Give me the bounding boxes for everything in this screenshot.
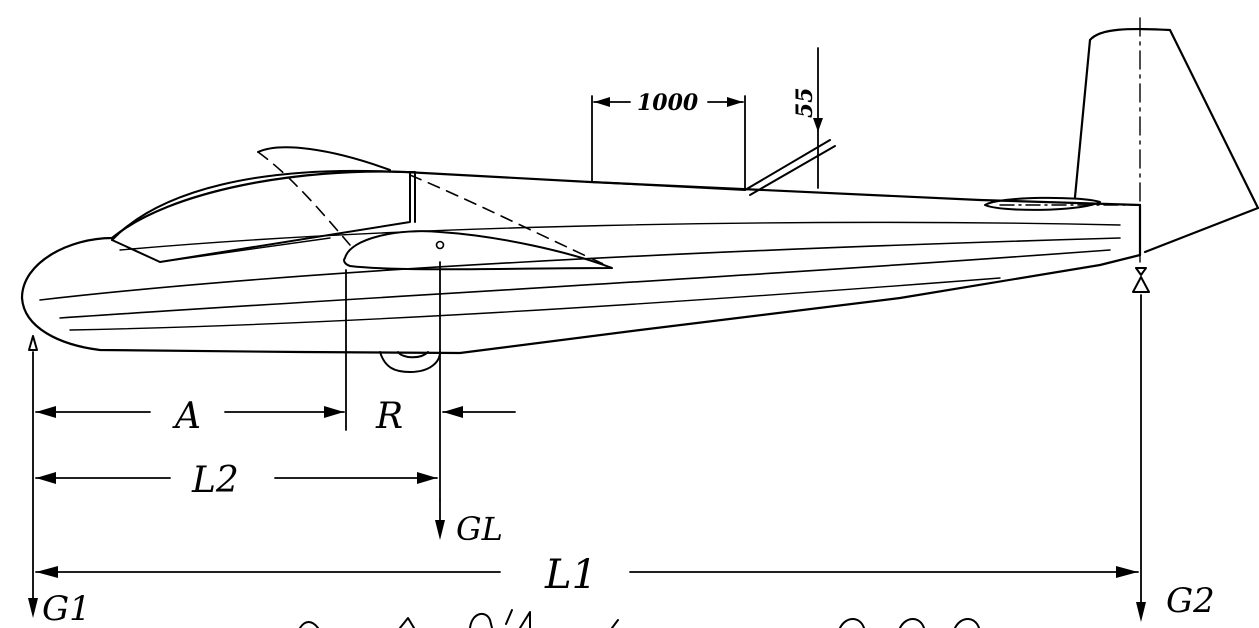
force-G1: G1 — [28, 589, 91, 628]
landing-gear-wheel — [379, 351, 441, 373]
wing-profile — [257, 146, 613, 271]
dimension-R: R — [375, 396, 516, 437]
horizontal-stabilizer — [984, 196, 1141, 211]
dimension-1000: 1000 — [593, 90, 744, 116]
airbrake-detail — [591, 139, 836, 196]
reference-lines — [32, 47, 1142, 616]
dimension-A: A — [35, 396, 345, 437]
front-support-marker — [28, 335, 38, 351]
dimension-1000-label: 1000 — [637, 90, 699, 116]
cropped-handwriting — [299, 609, 980, 628]
label-A: A — [172, 396, 201, 437]
label-G1: G1 — [42, 589, 91, 628]
label-GL: GL — [456, 510, 503, 548]
vertical-fin-rudder — [1073, 17, 1259, 263]
label-G2: G2 — [1166, 581, 1215, 621]
dimension-55-label: 55 — [792, 87, 818, 118]
dimension-55: 55 — [792, 87, 823, 132]
dimension-L1: L1 — [35, 552, 1139, 598]
tail-support-marker — [1132, 267, 1150, 293]
label-L1: L1 — [544, 552, 597, 598]
glider-fuselage — [20, 170, 1142, 355]
force-G2: G2 — [1136, 581, 1215, 622]
dimension-L2: L2 — [35, 460, 438, 501]
force-GL: GL — [435, 499, 503, 548]
canopy — [111, 169, 416, 263]
label-L2: L2 — [191, 460, 239, 501]
label-R: R — [375, 396, 403, 437]
center-of-gravity-marker — [435, 240, 445, 250]
